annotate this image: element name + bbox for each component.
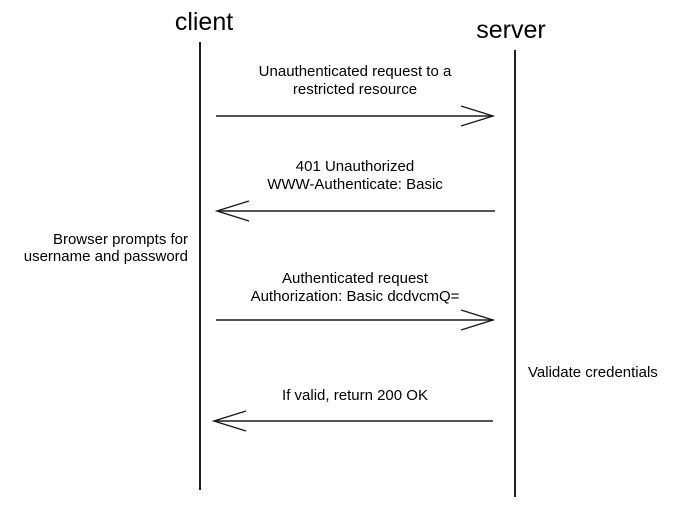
server-lifeline bbox=[514, 50, 516, 497]
message-1-arrow-right bbox=[216, 105, 496, 127]
actor-server-title: server bbox=[476, 16, 546, 44]
message-3-arrow-right bbox=[216, 309, 496, 331]
message-1-label: Unauthenticated request to a restricted … bbox=[210, 63, 500, 99]
client-lifeline bbox=[199, 42, 201, 490]
message-2-line-1: 401 Unauthorized bbox=[295, 158, 415, 175]
client-note-line-1: Browser prompts for bbox=[52, 231, 188, 248]
message-4-arrow-left bbox=[211, 410, 493, 432]
message-4-line-1: If valid, return 200 OK bbox=[282, 387, 428, 404]
message-2-arrow-left bbox=[214, 200, 495, 222]
message-4-label: If valid, return 200 OK bbox=[210, 387, 500, 405]
client-note: Browser prompts for username and passwor… bbox=[5, 231, 188, 265]
message-3-line-2: Authorization: Basic dcdvcmQ= bbox=[250, 288, 460, 305]
server-note-line-1: Validate credentials bbox=[528, 364, 658, 381]
message-2-label: 401 Unauthorized WWW-Authenticate: Basic bbox=[210, 158, 500, 194]
message-2-line-2: WWW-Authenticate: Basic bbox=[267, 176, 443, 193]
client-note-line-2: username and password bbox=[23, 248, 188, 265]
server-note: Validate credentials bbox=[528, 364, 658, 381]
message-3-label: Authenticated request Authorization: Bas… bbox=[210, 270, 500, 306]
actor-client-title: client bbox=[174, 8, 234, 36]
message-1-line-1: Unauthenticated request to a bbox=[258, 63, 452, 80]
message-3-line-1: Authenticated request bbox=[282, 270, 428, 287]
message-1-line-2: restricted resource bbox=[292, 81, 418, 98]
